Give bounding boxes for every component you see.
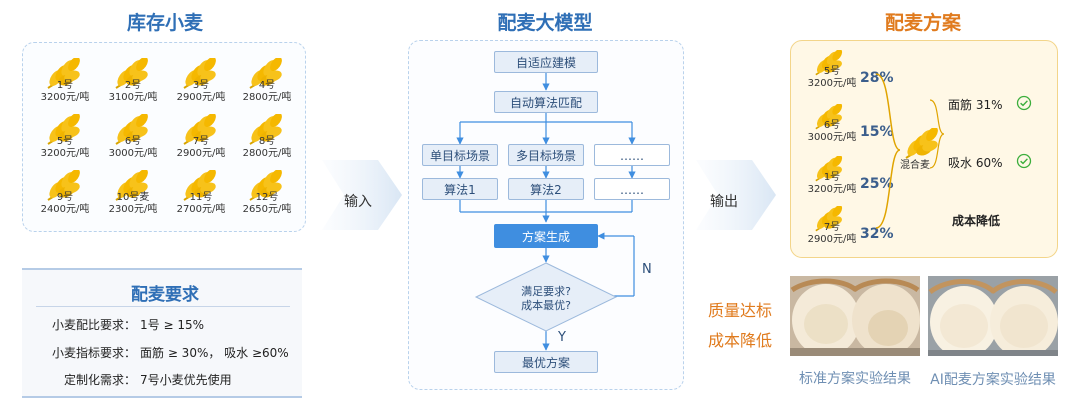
box-auto-match: 自动算法匹配 xyxy=(494,91,598,113)
wheat-price: 2800元/吨 xyxy=(242,92,292,103)
box-auto-model: 自适应建模 xyxy=(494,51,598,73)
wheat-price: 3200元/吨 xyxy=(40,92,90,103)
box-algorithm-1: 算法1 xyxy=(422,178,498,200)
quality-line-1: 质量达标 xyxy=(708,301,773,320)
wheat-name: 2号 xyxy=(124,80,142,91)
decision-diamond xyxy=(474,262,618,332)
result-cost-down: 成本降低 xyxy=(952,214,1001,228)
caption-standard: 标准方案实验结果 xyxy=(799,371,911,387)
wheat-name: 6号 xyxy=(124,136,142,147)
req-label-custom: 定制化需求： xyxy=(63,373,136,387)
wheat-price: 2900元/吨 xyxy=(176,148,226,159)
label-no: N xyxy=(642,262,652,277)
quality-line-2: 成本降低 xyxy=(708,331,773,350)
req-value-custom: 7号小麦优先使用 xyxy=(140,373,232,387)
model-title: 配麦大模型 xyxy=(497,12,593,34)
mix-wheat-name: 7号 xyxy=(823,222,841,233)
mix-wheat-name: 6号 xyxy=(823,120,841,131)
mixed-wheat-label: 混合麦 xyxy=(900,160,930,171)
mix-percentage: 25% xyxy=(860,176,894,192)
mix-wheat-price: 3200元/吨 xyxy=(807,78,857,89)
result-brace xyxy=(929,99,945,169)
output-label: 输出 xyxy=(710,194,738,210)
check-icon xyxy=(1016,153,1032,169)
decision-line-1: 满足要求? xyxy=(521,285,571,298)
wheat-price: 2800元/吨 xyxy=(242,148,292,159)
box-algorithm-2: 算法2 xyxy=(508,178,584,200)
wheat-name: 9号 xyxy=(56,192,74,203)
mix-wheat-name: 5号 xyxy=(823,66,841,77)
wheat-name: 10号麦 xyxy=(116,192,150,203)
mix-wheat-name: 1号 xyxy=(823,172,841,183)
wheat-name: 3号 xyxy=(192,80,210,91)
requirements-panel xyxy=(22,268,302,398)
wheat-price: 3000元/吨 xyxy=(108,148,158,159)
bread-photo-ai xyxy=(928,276,1058,356)
box-multi-scene: 多目标场景 xyxy=(508,144,584,166)
input-arrow xyxy=(322,160,402,230)
mix-percentage: 28% xyxy=(860,70,894,86)
wheat-price: 2400元/吨 xyxy=(40,204,90,215)
wheat-name: 11号 xyxy=(189,192,213,203)
decision-line-2: 成本最优? xyxy=(521,299,571,312)
wheat-price: 2700元/吨 xyxy=(176,204,226,215)
box-more-scenes: …… xyxy=(594,144,670,166)
mix-percentage: 15% xyxy=(860,124,894,140)
output-arrow xyxy=(696,160,776,230)
mix-wheat-price: 3200元/吨 xyxy=(807,184,857,195)
requirements-divider xyxy=(36,306,290,307)
wheat-name: 8号 xyxy=(258,136,276,147)
wheat-name: 4号 xyxy=(258,80,276,91)
box-best-plan: 最优方案 xyxy=(494,351,598,373)
wheat-price: 3100元/吨 xyxy=(108,92,158,103)
box-plan-generate: 方案生成 xyxy=(494,224,598,248)
label-yes: Y xyxy=(558,330,566,345)
wheat-name: 1号 xyxy=(56,80,74,91)
box-more-algorithms: …… xyxy=(594,178,670,200)
requirements-title: 配麦要求 xyxy=(131,285,199,305)
bread-photo-standard xyxy=(790,276,920,356)
check-icon xyxy=(1016,95,1032,111)
input-label: 输入 xyxy=(344,194,372,210)
req-label-index: 小麦指标要求： xyxy=(51,346,136,360)
wheat-price: 3200元/吨 xyxy=(40,148,90,159)
wheat-price: 2300元/吨 xyxy=(108,204,158,215)
box-single-scene: 单目标场景 xyxy=(422,144,498,166)
req-value-index: 面筋 ≥ 30%， 吸水 ≥60% xyxy=(140,346,289,360)
result-water: 吸水 60% xyxy=(948,156,1003,170)
merge-brace xyxy=(875,73,901,229)
mix-percentage: 32% xyxy=(860,226,894,242)
stock-wheat-title: 库存小麦 xyxy=(126,12,203,34)
wheat-name: 7号 xyxy=(192,136,210,147)
req-value-ratio: 1号 ≥ 15% xyxy=(140,318,204,332)
plan-title: 配麦方案 xyxy=(884,12,961,34)
wheat-price: 2650元/吨 xyxy=(242,204,292,215)
wheat-price: 2900元/吨 xyxy=(176,92,226,103)
result-gluten: 面筋 31% xyxy=(948,98,1003,112)
flow-lines xyxy=(456,73,636,351)
req-label-ratio: 小麦配比要求： xyxy=(51,318,136,332)
wheat-name: 12号 xyxy=(255,192,279,203)
mix-wheat-price: 3000元/吨 xyxy=(807,132,857,143)
caption-ai: AI配麦方案实验结果 xyxy=(930,372,1056,388)
mix-wheat-price: 2900元/吨 xyxy=(807,234,857,245)
wheat-name: 5号 xyxy=(56,136,74,147)
